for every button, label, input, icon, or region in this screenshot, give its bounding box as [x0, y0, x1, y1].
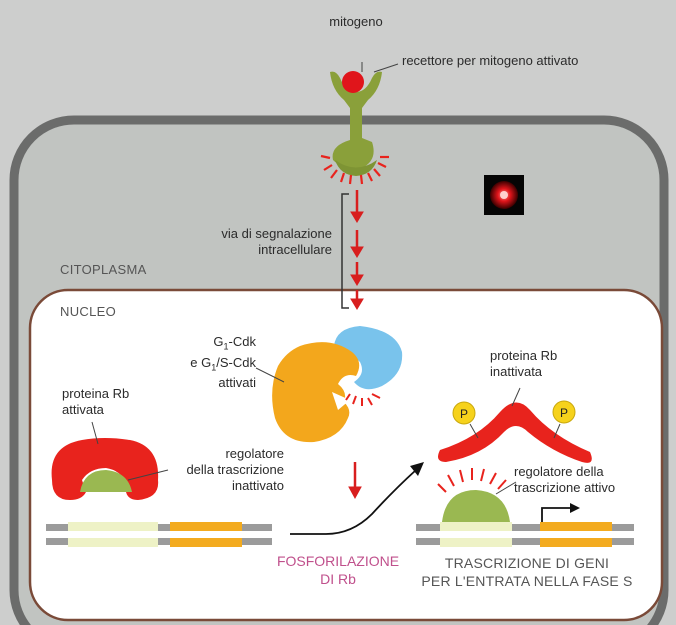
cdk-label-sub2: 1	[211, 362, 217, 373]
regulator-active-line-1: regolatore della	[514, 464, 604, 479]
pathway-bracket	[341, 193, 349, 309]
rb-inactive-label: proteina Rb inattivata	[490, 348, 557, 380]
cdk-spikes	[345, 393, 381, 406]
phosphate-left	[452, 401, 479, 439]
regulator-inactive-line-2: della trascrizione	[186, 462, 284, 477]
cdk-label-scdk: /S-Cdk	[216, 354, 256, 370]
rb-active-label: proteina Rb attivata	[62, 386, 129, 418]
phosphate-label-left: P	[460, 407, 468, 421]
receptor-spikes	[320, 154, 389, 185]
nucleus-label: NUCLEO	[60, 304, 116, 319]
cdk-leader	[255, 367, 285, 383]
cdk-label-active: attivati	[218, 375, 256, 391]
rb-inactive-line-1: proteina Rb	[490, 348, 558, 363]
pathway-label-line-1: via di segnalazione	[221, 226, 332, 241]
cdk-label-eg: e G	[190, 354, 212, 370]
promoter-arrowhead	[570, 503, 580, 513]
regulator-active-label: regolatore della trascrizione attivo	[514, 464, 615, 496]
cdk-label: G1-Cdk e G1/S-Cdk attivati	[170, 334, 256, 391]
regulator-inactive-leader	[127, 469, 169, 481]
dna-left	[46, 522, 272, 547]
pathway-arrows	[350, 190, 364, 310]
cdk-arrow	[348, 462, 362, 500]
pathway-label-line-2: intracellulare	[258, 242, 332, 257]
phosphorylation-label: FOSFORILAZIONE DI Rb	[270, 552, 406, 588]
rb-active-label-line-2: attivata	[62, 402, 104, 417]
transcription-line-1: TRASCRIZIONE DI GENI	[444, 555, 610, 571]
transition-arrowhead	[410, 462, 424, 476]
rb-active-leader	[91, 421, 99, 445]
cdk-complex	[272, 326, 403, 443]
transition-arrow	[290, 469, 417, 535]
phosphorylation-line-2: DI Rb	[320, 571, 356, 587]
phosphate-right	[552, 400, 576, 439]
regulator-active-shape	[442, 490, 510, 522]
rb-inactive-shape	[438, 402, 592, 463]
phosphorylation-line-1: FOSFORILAZIONE	[276, 553, 400, 569]
cytoplasm-label: CITOPLASMA	[60, 262, 147, 277]
cdk-label-sub1: 1	[223, 341, 229, 352]
pathway-label: via di segnalazione intracellulare	[192, 226, 332, 258]
regulator-active-spikes	[437, 468, 507, 493]
regulator-active-leader	[495, 481, 517, 495]
regulator-inactive-line-3: inattivato	[231, 478, 284, 493]
regulator-active-line-2: trascrizione attivo	[514, 480, 616, 495]
receptor-label: recettore per mitogeno attivato	[402, 53, 579, 68]
transcription-label: TRASCRIZIONE DI GENI PER L'ENTRATA NELLA…	[402, 554, 652, 590]
promoter-arrow	[541, 507, 572, 522]
receptor-shape	[330, 71, 382, 176]
regulator-inactive-line-1: regolatore	[225, 446, 284, 461]
phosphate-label-right: P	[560, 406, 568, 420]
mitogen-label: mitogeno	[329, 14, 383, 29]
receptor-leader	[373, 63, 399, 73]
regulator-inactive-label: regolatore della trascrizione inattivato	[160, 446, 284, 494]
dna-right	[416, 522, 634, 547]
rb-inactive-line-2: inattivata	[490, 364, 543, 379]
rb-inactive-leader	[511, 387, 521, 407]
cdk-label-cdk: -Cdk	[228, 334, 256, 349]
mitogen-ball	[342, 71, 364, 93]
cdk-label-g: G	[213, 334, 224, 349]
record-indicator	[484, 175, 524, 215]
rb-active-shape	[51, 438, 159, 500]
transcription-line-2: PER L'ENTRATA NELLA FASE S	[421, 573, 633, 589]
rb-active-label-line-1: proteina Rb	[62, 386, 130, 401]
